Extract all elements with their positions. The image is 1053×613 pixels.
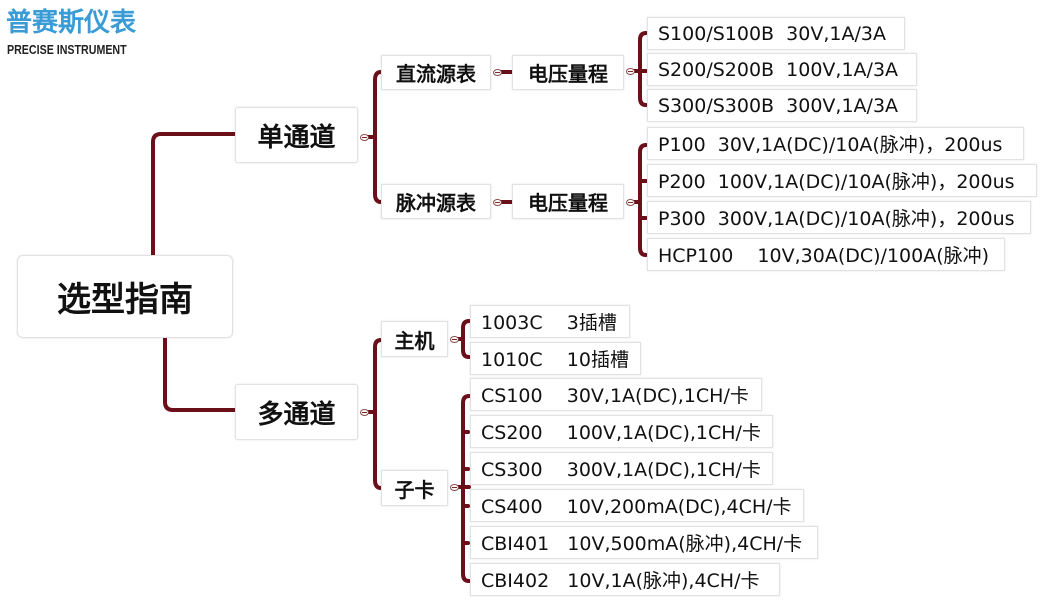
pulse-source-label: 脉冲源表	[396, 191, 476, 215]
leaf-text: 1010C 10插槽	[481, 349, 629, 371]
dc-range-label: 电压量程	[528, 62, 608, 86]
pulse-range-label: 电压量程	[528, 191, 608, 215]
node-pulse-voltage-range[interactable]: 电压量程	[512, 184, 624, 219]
leaf-1010c[interactable]: 1010C 10插槽	[470, 342, 641, 375]
collapse-toggle-icon[interactable]	[450, 336, 459, 343]
collapse-toggle-icon[interactable]	[626, 199, 635, 206]
card-label: 子卡	[394, 477, 435, 502]
node-single-channel[interactable]: 单通道	[235, 107, 358, 163]
node-host[interactable]: 主机	[381, 321, 448, 357]
leaf-1003c[interactable]: 1003C 3插槽	[470, 305, 630, 338]
logo-chinese: 普赛斯仪表	[6, 8, 137, 38]
leaf-cs100[interactable]: CS100 30V,1A(DC),1CH/卡	[470, 378, 762, 411]
leaf-text: CS100 30V,1A(DC),1CH/卡	[481, 385, 749, 407]
root-label: 选型指南	[57, 280, 193, 320]
leaf-cbi401[interactable]: CBI401 10V,500mA(脉冲),4CH/卡	[470, 526, 818, 559]
leaf-cs300[interactable]: CS300 300V,1A(DC),1CH/卡	[470, 452, 773, 485]
node-pulse-source[interactable]: 脉冲源表	[381, 184, 491, 219]
collapse-toggle-icon[interactable]	[493, 69, 502, 76]
root-node[interactable]: 选型指南	[17, 255, 233, 338]
leaf-hcp100[interactable]: HCP100 10V,30A(DC)/100A(脉冲)	[647, 238, 1005, 271]
node-multi-channel[interactable]: 多通道	[235, 384, 358, 440]
leaf-cbi402[interactable]: CBI402 10V,1A(脉冲),4CH/卡	[470, 563, 780, 596]
leaf-text: S200/S200B 100V,1A/3A	[658, 58, 899, 81]
leaf-text: CBI402 10V,1A(脉冲),4CH/卡	[481, 570, 760, 592]
collapse-toggle-icon[interactable]	[360, 409, 369, 416]
leaf-cs400[interactable]: CS400 10V,200mA(DC),4CH/卡	[470, 489, 804, 522]
single-channel-label: 单通道	[257, 122, 336, 153]
leaf-s100[interactable]: S100/S100B 30V,1A/3A	[647, 17, 905, 50]
leaf-text: P200 100V,1A(DC)/10A(脉冲)，200us	[658, 171, 1015, 193]
leaf-text: S300/S300B 300V,1A/3A	[658, 94, 899, 117]
leaf-text: P300 300V,1A(DC)/10A(脉冲)，200us	[658, 208, 1015, 230]
multi-channel-label: 多通道	[257, 399, 336, 430]
leaf-text: CBI401 10V,500mA(脉冲),4CH/卡	[481, 533, 803, 555]
node-card[interactable]: 子卡	[381, 470, 448, 506]
node-dc-source[interactable]: 直流源表	[381, 55, 491, 90]
leaf-s200[interactable]: S200/S200B 100V,1A/3A	[647, 53, 917, 86]
collapse-toggle-icon[interactable]	[360, 134, 369, 141]
leaf-text: CS200 100V,1A(DC),1CH/卡	[481, 422, 761, 444]
leaf-cs200[interactable]: CS200 100V,1A(DC),1CH/卡	[470, 415, 773, 448]
node-dc-voltage-range[interactable]: 电压量程	[512, 55, 624, 90]
collapse-toggle-icon[interactable]	[626, 68, 635, 75]
leaf-text: 1003C 3插槽	[481, 312, 617, 334]
logo-english: PRECISE INSTRUMENT	[7, 42, 127, 57]
dc-source-label: 直流源表	[396, 62, 476, 86]
host-label: 主机	[394, 328, 435, 353]
leaf-p200[interactable]: P200 100V,1A(DC)/10A(脉冲)，200us	[647, 164, 1037, 197]
collapse-toggle-icon[interactable]	[493, 199, 502, 206]
leaf-p300[interactable]: P300 300V,1A(DC)/10A(脉冲)，200us	[647, 201, 1031, 234]
leaf-text: CS300 300V,1A(DC),1CH/卡	[481, 459, 761, 481]
leaf-text: S100/S100B 30V,1A/3A	[658, 22, 886, 45]
leaf-text: P100 30V,1A(DC)/10A(脉冲)，200us	[658, 134, 1003, 156]
leaf-text: CS400 10V,200mA(DC),4CH/卡	[481, 496, 792, 518]
leaf-s300[interactable]: S300/S300B 300V,1A/3A	[647, 89, 917, 122]
collapse-toggle-icon[interactable]	[450, 484, 459, 491]
leaf-p100[interactable]: P100 30V,1A(DC)/10A(脉冲)，200us	[647, 127, 1024, 160]
leaf-text: HCP100 10V,30A(DC)/100A(脉冲)	[658, 245, 990, 267]
